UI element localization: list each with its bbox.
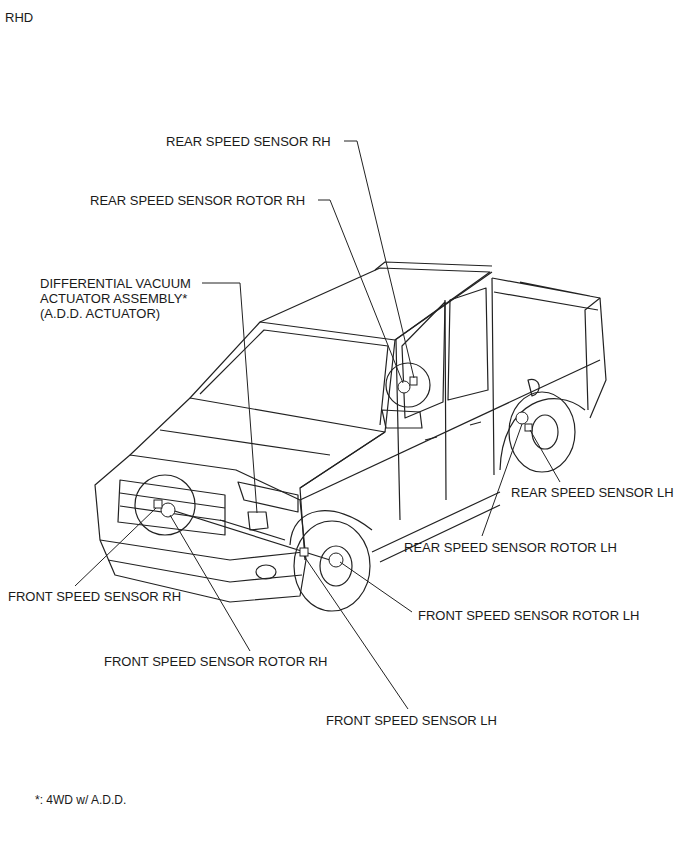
fog-light	[256, 565, 276, 579]
rear-sensor-lh	[525, 424, 532, 431]
bed	[492, 278, 606, 418]
truck-body	[95, 262, 606, 611]
leader-line	[202, 283, 257, 513]
rear-door-window	[448, 288, 488, 400]
speed-sensors	[154, 377, 532, 567]
tailgate	[585, 298, 600, 410]
front-rh-highlight	[135, 475, 195, 535]
front-sensor-lh	[300, 548, 308, 556]
body-belt	[300, 360, 600, 500]
windshield-inner	[200, 330, 388, 425]
front-sensor-rotor-lh	[329, 553, 343, 567]
door-lines	[396, 278, 494, 520]
rear-sensor-rotor-lh	[516, 412, 528, 424]
part-label: REAR SPEED SENSOR LH	[511, 485, 674, 500]
leader-line	[318, 200, 403, 383]
part-label: FRONT SPEED SENSOR LH	[326, 713, 497, 728]
rear-sensor-rotor-rh	[398, 381, 410, 393]
roof-rail	[375, 262, 492, 270]
rear-sensor-rh	[410, 377, 417, 385]
roof	[260, 268, 490, 340]
front-axle	[165, 508, 330, 560]
part-label: REAR SPEED SENSOR ROTOR RH	[90, 193, 305, 208]
leader-line	[75, 508, 156, 586]
front-face	[95, 455, 306, 602]
front-wheel-lh-hub	[320, 546, 352, 586]
leader-lines	[75, 141, 560, 709]
leader-line	[482, 424, 522, 536]
cab-side	[300, 272, 492, 560]
side-mirror	[382, 410, 422, 428]
hood-crease	[160, 430, 330, 455]
bumper	[100, 540, 304, 582]
headlight	[238, 482, 298, 512]
front-sensor-rh	[154, 500, 162, 508]
rear-rh-highlight	[386, 363, 430, 407]
part-label: FRONT SPEED SENSOR ROTOR LH	[418, 608, 639, 623]
region-tag: RHD	[5, 10, 33, 25]
footnote: *: 4WD w/ A.D.D.	[35, 793, 126, 808]
windshield	[190, 322, 395, 432]
leader-line	[530, 430, 560, 482]
part-label: FRONT SPEED SENSOR RH	[8, 589, 181, 604]
part-label: DIFFERENTIAL VACUUM ACTUATOR ASSEMBLY* (…	[40, 276, 225, 321]
rear-wheel-lh-hub	[532, 415, 558, 449]
front-sensor-rotor-rh	[161, 503, 175, 517]
part-label: FRONT SPEED SENSOR ROTOR RH	[104, 654, 327, 669]
actuator	[248, 512, 268, 530]
grille	[118, 480, 225, 535]
leader-line	[340, 562, 412, 612]
front-fender-arch	[290, 511, 372, 545]
leader-line	[304, 556, 408, 709]
rear-fender-arch	[500, 399, 585, 470]
leader-line	[344, 141, 414, 378]
part-label: REAR SPEED SENSOR RH	[166, 134, 331, 149]
leader-line	[170, 515, 250, 651]
hood	[130, 398, 385, 488]
part-label: REAR SPEED SENSOR ROTOR LH	[404, 540, 617, 555]
